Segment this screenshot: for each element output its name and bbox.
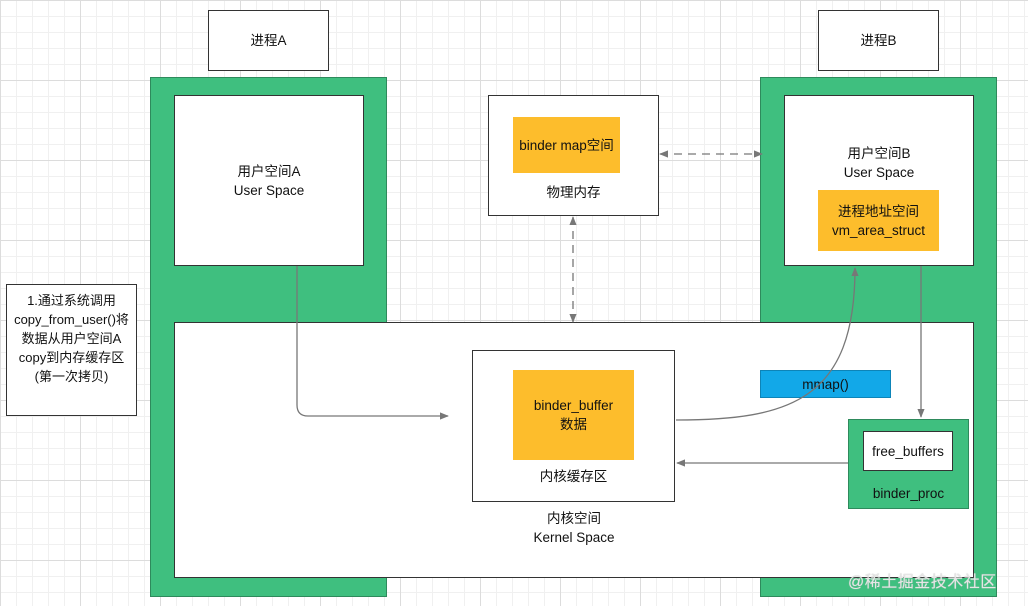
vm-area-sublabel: vm_area_struct [831, 222, 926, 238]
kernel-buffer-area-label: 内核缓存区 [539, 469, 608, 484]
kernel-space-sublabel: Kernel Space [533, 530, 615, 545]
copy-note-box[interactable]: 1.通过系统调用 copy_from_user()将 数据从用户空间A copy… [6, 284, 137, 416]
process-a-title-box[interactable]: 进程A [208, 10, 329, 71]
note-line-1: 1.通过系统调用 [27, 293, 116, 308]
process-a-title: 进程A [250, 33, 287, 48]
note-line-4: copy到内存缓存区 [18, 350, 125, 365]
binder-map-box[interactable]: binder map空间 [513, 117, 620, 173]
user-space-b-sublabel: User Space [843, 165, 915, 180]
kernel-space-label: 内核空间 [547, 511, 601, 526]
process-b-title-box[interactable]: 进程B [818, 10, 939, 71]
user-space-a-box[interactable]: 用户空间A User Space [174, 95, 364, 266]
process-b-title: 进程B [860, 33, 897, 48]
binder-buffer-sublabel: 数据 [560, 417, 587, 432]
user-space-a-label: 用户空间A [237, 163, 301, 179]
user-space-b-box[interactable]: 用户空间B User Space [784, 95, 974, 266]
user-space-a-sublabel: User Space [233, 182, 305, 198]
mmap-box[interactable]: mmap() [760, 370, 891, 398]
user-space-b-label: 用户空间B [847, 146, 911, 161]
binder-buffer-box[interactable]: binder_buffer 数据 [513, 370, 634, 460]
binder-buffer-label: binder_buffer [533, 398, 614, 413]
binder-proc-label: binder_proc [872, 486, 945, 501]
physical-memory-label: 物理内存 [546, 185, 601, 200]
free-buffers-label: free_buffers [872, 443, 944, 459]
note-line-2: copy_from_user()将 [14, 312, 129, 327]
note-line-3: 数据从用户空间A [21, 331, 122, 346]
note-line-5: (第一次拷贝) [34, 369, 109, 384]
binder-map-label: binder map空间 [519, 137, 614, 153]
watermark-text: @稀土掘金技术社区 [848, 574, 997, 591]
mmap-label: mmap() [802, 376, 849, 392]
vm-area-label: 进程地址空间 [838, 203, 919, 219]
free-buffers-box[interactable]: free_buffers [863, 431, 953, 471]
vm-area-struct-box[interactable]: 进程地址空间 vm_area_struct [818, 190, 939, 251]
